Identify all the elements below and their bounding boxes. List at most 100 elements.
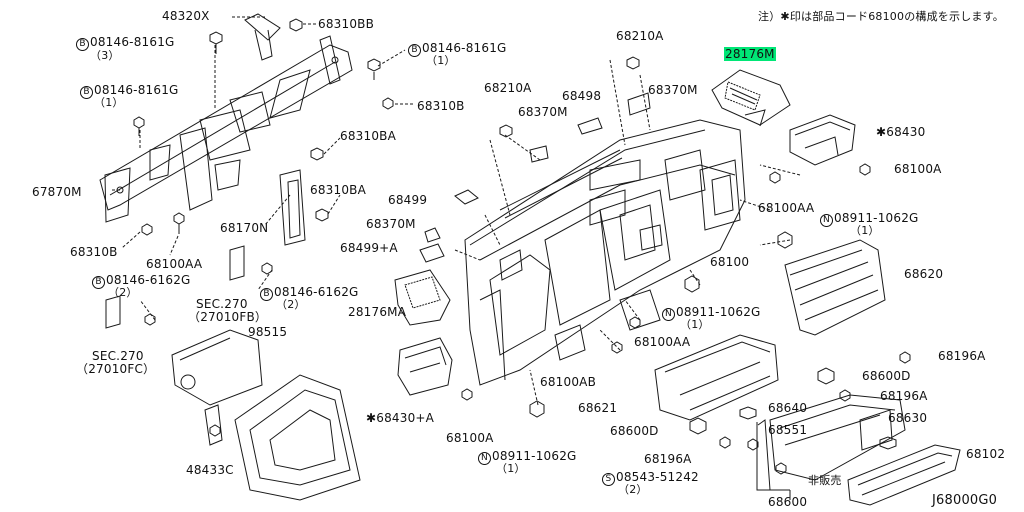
- nut-b-qty: （1）: [680, 318, 710, 331]
- label-68430: ✱68430: [876, 125, 926, 139]
- leader-lines-diag: [139, 45, 291, 226]
- label-48433C: 48433C: [186, 463, 234, 477]
- label-68600: 68600: [768, 495, 808, 509]
- label-68499A: 68499+A: [340, 241, 398, 255]
- label-68551: 68551: [768, 423, 808, 437]
- box-68430: [789, 114, 856, 166]
- bolt-e-part: 08146-6162G: [274, 285, 359, 299]
- label-68102: 68102: [966, 447, 1006, 461]
- b-circle-icon: B: [260, 288, 273, 301]
- n-circle-icon: N: [662, 308, 675, 321]
- label-68310B-top: 68310B: [417, 99, 465, 113]
- label-68310BA-2: 68310BA: [310, 183, 367, 197]
- b-circle-icon: B: [76, 38, 89, 51]
- note-text: 注）✱印は部品コード68100の構成を示します。: [758, 10, 1004, 23]
- label-68630: 68630: [888, 411, 928, 425]
- n-circle-icon: N: [478, 452, 491, 465]
- leader-lines-center: [454, 59, 801, 406]
- bolt-b-qty: （1）: [426, 54, 456, 67]
- highlight-28176M: 28176M: [724, 47, 776, 61]
- label-68620: 68620: [904, 267, 944, 281]
- label-68600D-2: 68600D: [610, 424, 659, 438]
- label-sec270-a: SEC.270: [196, 297, 248, 311]
- label-68196A-1: 68196A: [938, 349, 986, 363]
- label-68196A-2: 68196A: [880, 389, 928, 403]
- label-68100A-2: 68100A: [446, 431, 494, 445]
- nut-a-part: 08911-1062G: [834, 211, 919, 225]
- b-circle-icon: B: [80, 86, 93, 99]
- b-circle-icon: B: [92, 276, 105, 289]
- label-68310B-left: 68310B: [70, 245, 118, 259]
- screw-part: 08543-51242: [616, 470, 699, 484]
- box-68430A: [397, 337, 453, 396]
- leader-lines-left: [110, 16, 415, 321]
- label-68310BA-1: 68310BA: [340, 129, 397, 143]
- label-98515: 98515: [248, 325, 288, 339]
- bolt-d-part: 08146-6162G: [106, 273, 191, 287]
- label-68210A-2: 68210A: [484, 81, 532, 95]
- label-67870M: 67870M: [32, 185, 82, 199]
- label-68600D-1: 68600D: [862, 369, 911, 383]
- nut-c-part: 08911-1062G: [492, 449, 577, 463]
- label-68100AA-2: 68100AA: [758, 201, 815, 215]
- ip-small-parts: [419, 56, 871, 418]
- label-48320X: 48320X: [162, 9, 210, 23]
- steering-member: [99, 13, 353, 246]
- bolt-a-qty: （3）: [90, 49, 120, 62]
- label-68370M-1: 68370M: [648, 83, 698, 97]
- label-68430A: ✱68430+A: [366, 411, 435, 425]
- bolt-e-qty: （2）: [276, 298, 306, 311]
- label-68498: 68498: [562, 89, 602, 103]
- bolt-c-part: 08146-8161G: [94, 83, 179, 97]
- label-not-sold: 非販売: [808, 474, 842, 487]
- label-68621: 68621: [578, 401, 618, 415]
- label-68196A-3: 68196A: [644, 452, 692, 466]
- label-28176M: 28176M: [724, 47, 776, 61]
- fasteners-left: [105, 18, 394, 329]
- nut-c-qty: （1）: [496, 462, 526, 475]
- bolt-a-part: 08146-8161G: [90, 35, 175, 49]
- bolt-b-part: 08146-8161G: [422, 41, 507, 55]
- label-68499: 68499: [388, 193, 428, 207]
- label-68100: 68100: [710, 255, 750, 269]
- part-68102: [847, 444, 961, 506]
- clips-bottom: [209, 351, 911, 475]
- label-68310BB: 68310BB: [318, 17, 375, 31]
- screw-qty: （2）: [618, 483, 648, 496]
- label-sec270-a-ref: （27010FB）: [188, 310, 268, 324]
- instrument-panel-68100: [464, 119, 746, 386]
- label-68100AA-3: 68100AA: [634, 335, 691, 349]
- n-circle-icon: N: [820, 214, 833, 227]
- label-68640: 68640: [768, 401, 808, 415]
- compartment-68621: [654, 334, 779, 421]
- label-68370M-2: 68370M: [518, 105, 568, 119]
- label-68210A-1: 68210A: [616, 29, 664, 43]
- label-68170N: 68170N: [220, 221, 269, 235]
- lower-cover-98515: [171, 329, 361, 501]
- label-sec270-b-ref: （27010FC）: [76, 362, 156, 376]
- label-sec270-b: SEC.270: [92, 349, 144, 363]
- s-circle-icon: S: [602, 473, 615, 486]
- bolt-c-qty: （1）: [94, 96, 124, 109]
- label-68100AA-left: 68100AA: [146, 257, 203, 271]
- label-68370M-3: 68370M: [366, 217, 416, 231]
- bolt-d-qty: （2）: [108, 286, 138, 299]
- b-circle-icon: B: [408, 44, 421, 57]
- diagram-code: J68000G0: [932, 493, 998, 508]
- label-28176MA: 28176MA: [348, 305, 407, 319]
- nut-b-part: 08911-1062G: [676, 305, 761, 319]
- lid-68620: [784, 239, 886, 336]
- nut-a-qty: （1）: [850, 224, 880, 237]
- vent-28176M: [711, 69, 791, 127]
- label-68100A-1: 68100A: [894, 162, 942, 176]
